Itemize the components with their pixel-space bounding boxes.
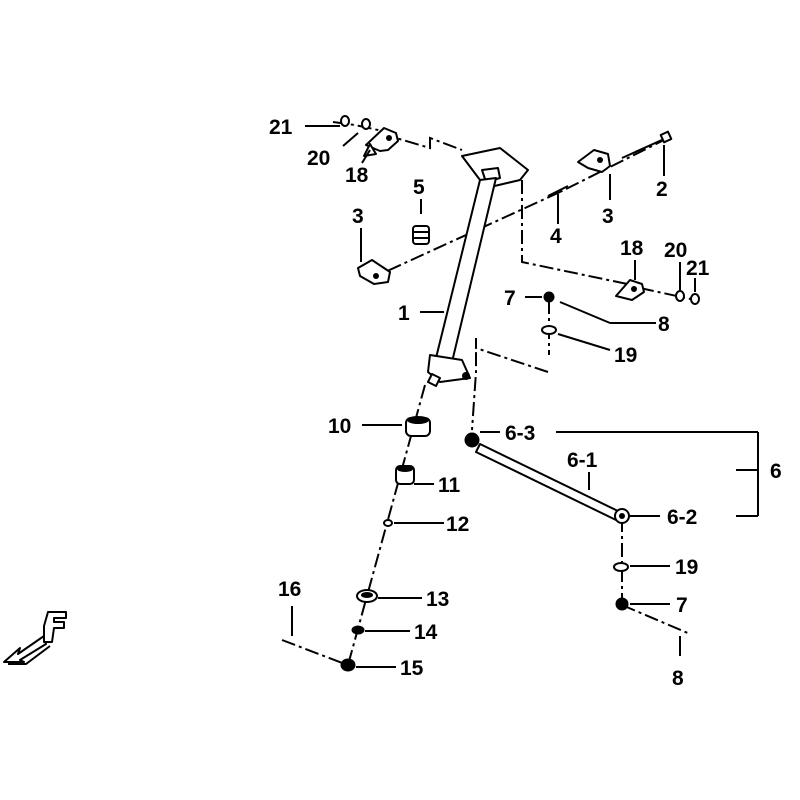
- callout-18-right: 18: [620, 237, 644, 260]
- callout-20-right: 20: [664, 239, 687, 262]
- callout-19-lower: 19: [675, 556, 698, 579]
- callout-20-left: 20: [307, 147, 330, 170]
- part-18-bracket-left: [363, 127, 399, 157]
- callout-6-2: 6-2: [667, 506, 697, 529]
- callout-7-lower: 7: [676, 594, 688, 617]
- callout-14: 14: [414, 621, 438, 644]
- part-13-seal: [356, 589, 378, 603]
- callout-6: 6: [770, 460, 782, 483]
- part-3-clamp-left: [357, 259, 391, 285]
- part-3-clamp-right: [577, 149, 611, 173]
- part-11-sleeve: [395, 465, 415, 485]
- callout-8-lower: 8: [672, 667, 684, 690]
- callout-19-upper: 19: [614, 344, 637, 367]
- callout-11: 11: [438, 474, 461, 497]
- part-12-ring: [383, 519, 393, 527]
- part-4-pin: [547, 185, 569, 197]
- callout-5: 5: [413, 176, 425, 199]
- part-7-nut-lower: [615, 597, 629, 611]
- part-1-steering-column: [427, 147, 529, 387]
- part-19-washer-lower: [613, 562, 629, 572]
- part-21-washer-left: [340, 115, 371, 130]
- callout-2: 2: [656, 178, 668, 201]
- part-18-bracket-right: [615, 279, 645, 301]
- part-6-tie-rod-assembly: [464, 432, 630, 524]
- part-2-bolt: [621, 130, 673, 159]
- callout-4: 4: [550, 225, 562, 248]
- callout-16: 16: [278, 578, 301, 601]
- part-15-nut: [340, 658, 356, 672]
- callout-10: 10: [328, 415, 351, 438]
- part-20-21-washers-right: [675, 290, 700, 305]
- callout-8-upper: 8: [658, 313, 670, 336]
- callout-leaders: [291, 125, 759, 668]
- callout-13: 13: [426, 588, 449, 611]
- callout-6-1: 6-1: [567, 449, 598, 472]
- callout-1: 1: [398, 302, 410, 325]
- part-7-nut-upper: [543, 291, 555, 303]
- callout-labels: 21 20 18 5 3 2 3 4 18 20 21 7 8 1 19 10 …: [269, 116, 782, 690]
- callout-15: 15: [400, 657, 424, 680]
- callout-7-upper: 7: [504, 287, 516, 310]
- part-10-bearing: [405, 416, 431, 437]
- part-14-washer: [351, 625, 365, 635]
- callout-21-right: 21: [686, 257, 710, 280]
- part-19-washer-upper: [541, 325, 557, 335]
- callout-3-right: 3: [602, 205, 614, 228]
- callout-21-left: 21: [269, 116, 293, 139]
- callout-18-left: 18: [345, 164, 369, 187]
- front-direction-arrow-icon: [3, 611, 67, 665]
- callout-3-left: 3: [352, 205, 364, 228]
- callout-6-3: 6-3: [505, 422, 535, 445]
- part-5-bushing: [412, 225, 430, 245]
- callout-12: 12: [446, 513, 469, 536]
